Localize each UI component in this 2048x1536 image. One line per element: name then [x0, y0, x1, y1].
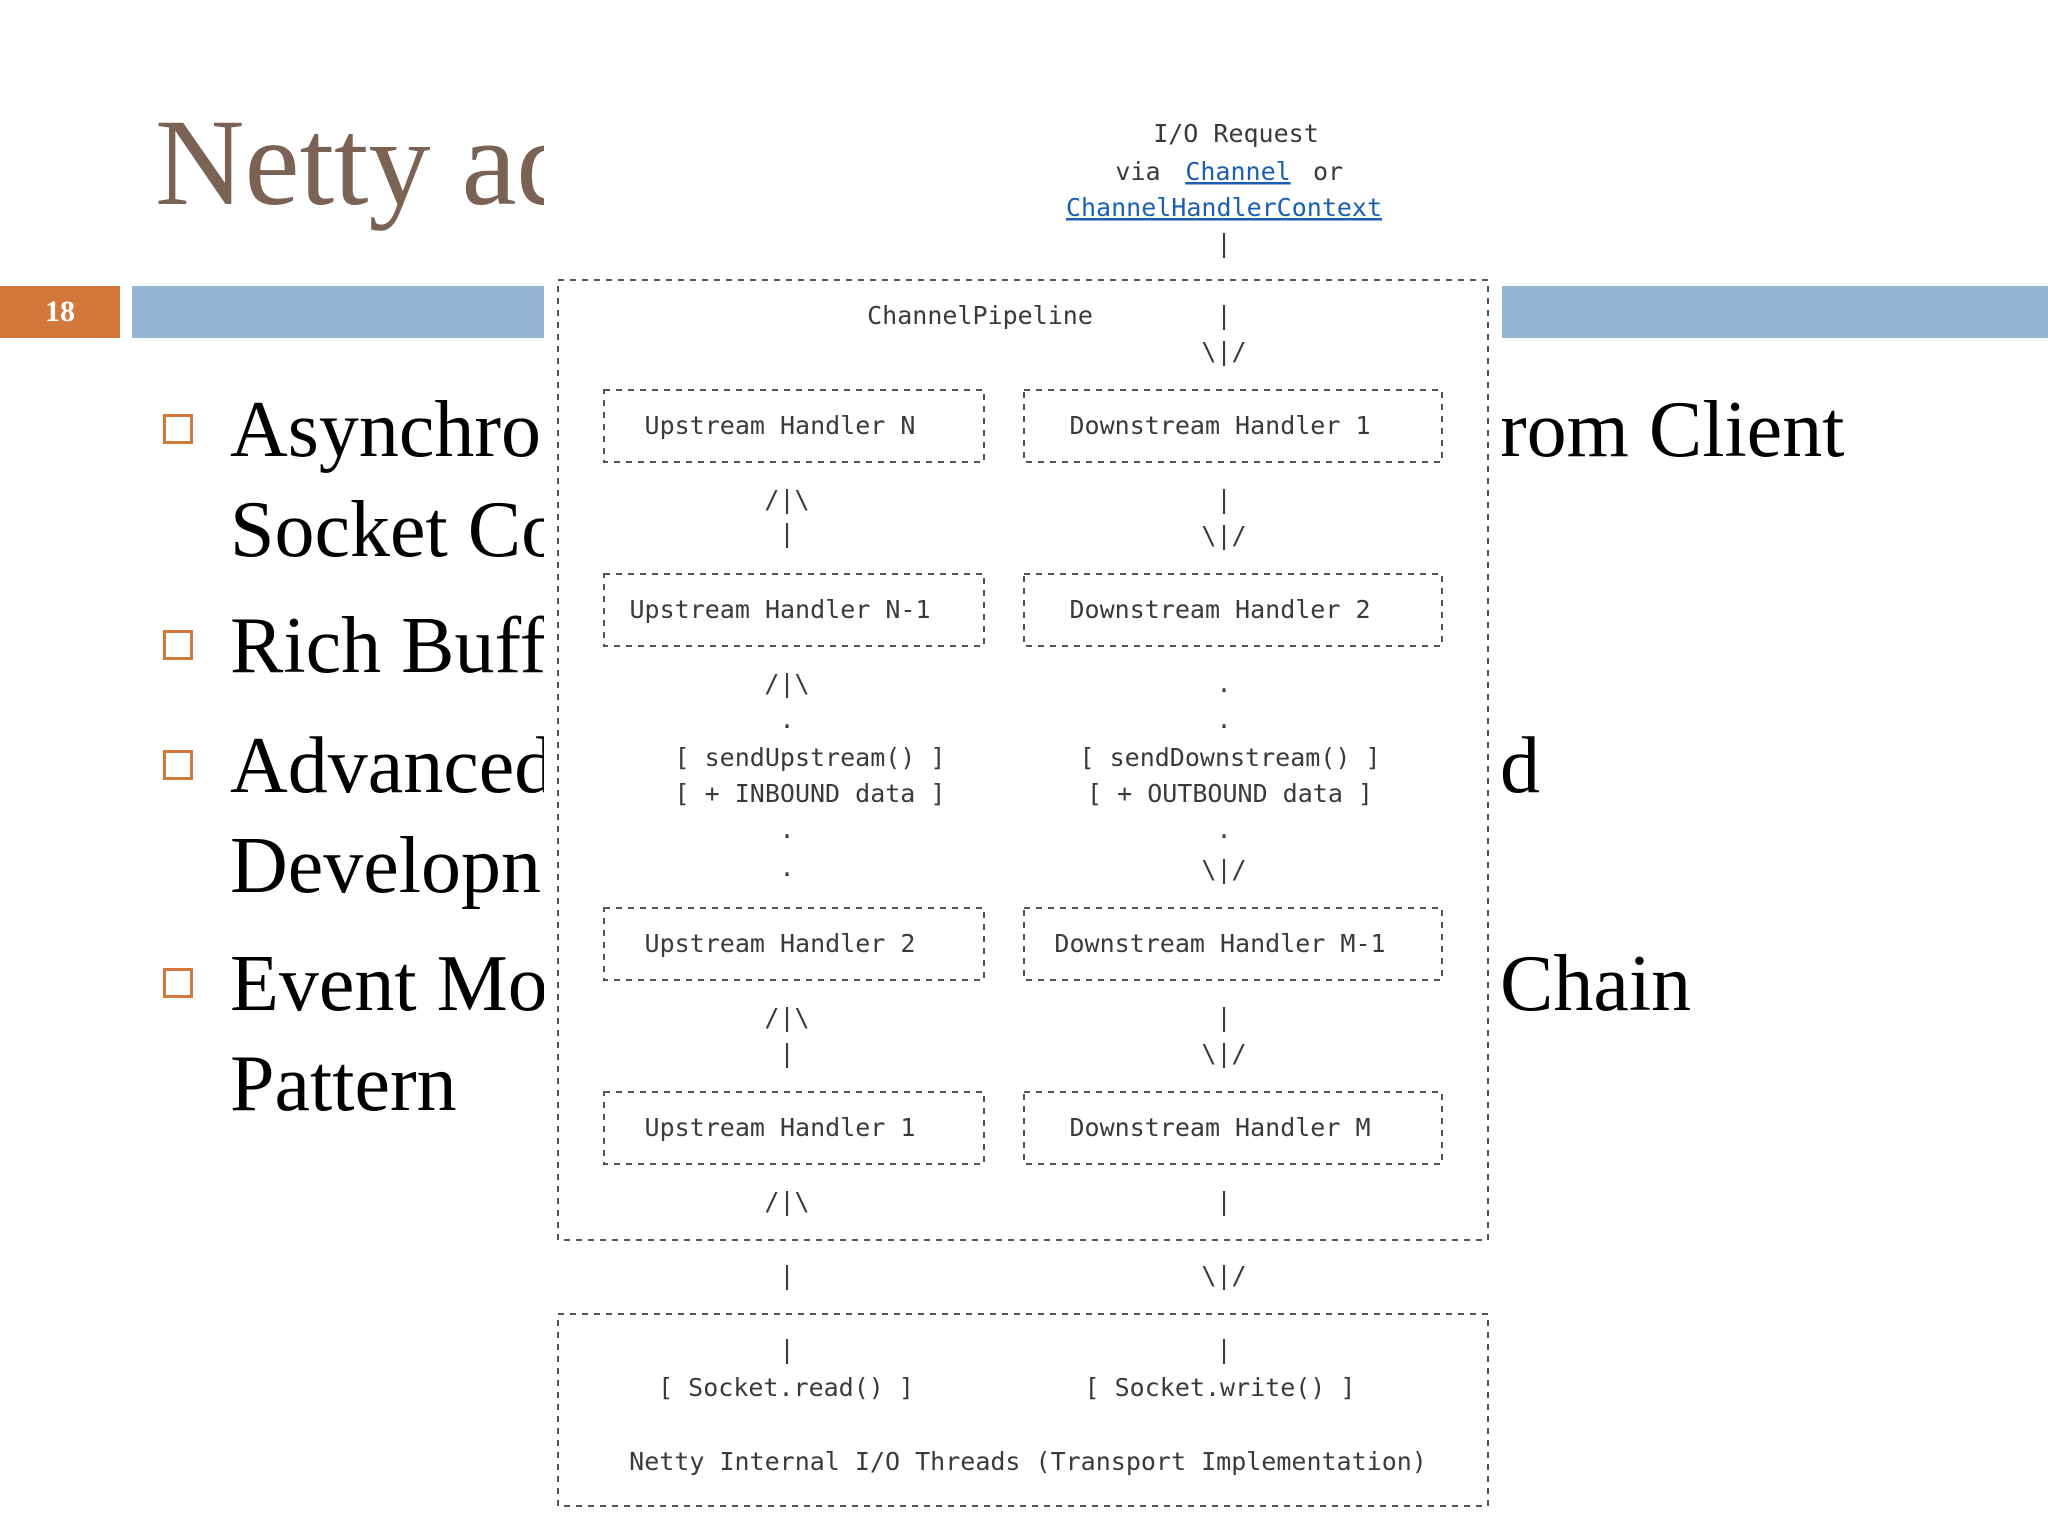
bullet-line: Pattern	[230, 1040, 457, 1128]
bullet-square-icon	[163, 750, 193, 780]
ellipsis-dot: .	[779, 815, 794, 844]
ellipsis-dot: .	[1216, 815, 1231, 844]
ellipsis-dot: .	[779, 853, 794, 882]
upstream-handler-n-minus-1: Upstream Handler N-1	[629, 595, 930, 624]
downstream-handler-m-minus-1: Downstream Handler M-1	[1054, 929, 1385, 958]
bullet-square-icon	[163, 414, 193, 444]
send-upstream-label: [ sendUpstream() ]	[675, 743, 946, 772]
downstream-handler-box	[1023, 573, 1443, 647]
downstream-handler-1: Downstream Handler 1	[1069, 411, 1370, 440]
bullet-square-icon	[163, 630, 193, 660]
downstream-handler-box	[1023, 1091, 1443, 1165]
upstream-handler-n: Upstream Handler N	[645, 411, 916, 440]
bullet-line: Advanced	[230, 722, 555, 810]
pipe-glyph: |	[1216, 301, 1231, 330]
io-threads-label: Netty Internal I/O Threads (Transport Im…	[629, 1447, 1427, 1476]
transport-frame	[557, 1313, 1489, 1507]
pipeline-frame	[557, 279, 1489, 1241]
io-request-via: via	[1115, 157, 1160, 186]
pipe-glyph: |	[1216, 229, 1231, 258]
pipe-glyph: |	[1216, 1187, 1231, 1216]
downstream-handler-m: Downstream Handler M	[1069, 1113, 1370, 1142]
channel-pipeline-diagram: I/O Request via Channel or ChannelHandle…	[544, 112, 1502, 1536]
bullet-text-right: rom Client	[1500, 386, 1845, 474]
arrow-down-icon: \|/	[1201, 1039, 1246, 1068]
upstream-handler-box	[603, 573, 985, 647]
ellipsis-dot: .	[1216, 669, 1231, 698]
pipe-glyph: |	[779, 1335, 794, 1364]
arrow-up-icon: /|\	[764, 1003, 809, 1032]
channel-handler-context-link[interactable]: ChannelHandlerContext	[1066, 193, 1382, 222]
ellipsis-dot: .	[1216, 705, 1231, 734]
arrow-down-icon: \|/	[1201, 337, 1246, 366]
pipeline-diagram-svg: I/O Request via Channel or ChannelHandle…	[557, 119, 1489, 1507]
io-request-or: or	[1313, 157, 1343, 186]
socket-read-label: [ Socket.read() ]	[658, 1373, 914, 1402]
io-request-label: I/O Request	[1153, 119, 1319, 148]
downstream-handler-box	[1023, 907, 1443, 981]
send-downstream-label: [ sendDownstream() ]	[1079, 743, 1380, 772]
upstream-handler-box	[603, 1091, 985, 1165]
downstream-handler-2: Downstream Handler 2	[1069, 595, 1370, 624]
arrow-down-icon: \|/	[1201, 521, 1246, 550]
arrow-up-icon: /|\	[764, 1187, 809, 1216]
slide-title: Netty ad	[155, 94, 579, 231]
bullet-line: Developn	[230, 822, 542, 910]
bullet-line: Socket Co	[230, 486, 562, 574]
page-number-badge: 18	[0, 286, 120, 338]
bullet-line: Asynchro	[230, 386, 542, 474]
bullet-line: Rich Buff	[230, 602, 547, 690]
bullet-text-right: Chain	[1500, 940, 1692, 1028]
channel-link[interactable]: Channel	[1185, 157, 1290, 186]
ellipsis-dot: .	[779, 705, 794, 734]
upstream-handler-box	[603, 907, 985, 981]
outbound-data-label: [ + OUTBOUND data ]	[1087, 779, 1373, 808]
bullet-text-right: d	[1500, 722, 1540, 810]
pipe-glyph: |	[1216, 1003, 1231, 1032]
pipe-glyph: |	[779, 1261, 794, 1290]
inbound-data-label: [ + INBOUND data ]	[675, 779, 946, 808]
arrow-down-icon: \|/	[1201, 1261, 1246, 1290]
downstream-handler-box	[1023, 389, 1443, 463]
arrow-up-icon: /|\	[764, 485, 809, 514]
arrow-down-icon: \|/	[1201, 855, 1246, 884]
upstream-handler-box	[603, 389, 985, 463]
pipe-glyph: |	[1216, 1335, 1231, 1364]
bullet-line: Event Mo	[230, 940, 548, 1028]
pipe-glyph: |	[779, 519, 794, 548]
upstream-handler-2: Upstream Handler 2	[645, 929, 916, 958]
upstream-handler-1: Upstream Handler 1	[645, 1113, 916, 1142]
socket-write-label: [ Socket.write() ]	[1085, 1373, 1356, 1402]
pipe-glyph: |	[1216, 485, 1231, 514]
bullet-square-icon	[163, 968, 193, 998]
pipeline-label: ChannelPipeline	[867, 301, 1093, 330]
arrow-up-icon: /|\	[764, 669, 809, 698]
pipe-glyph: |	[779, 1039, 794, 1068]
